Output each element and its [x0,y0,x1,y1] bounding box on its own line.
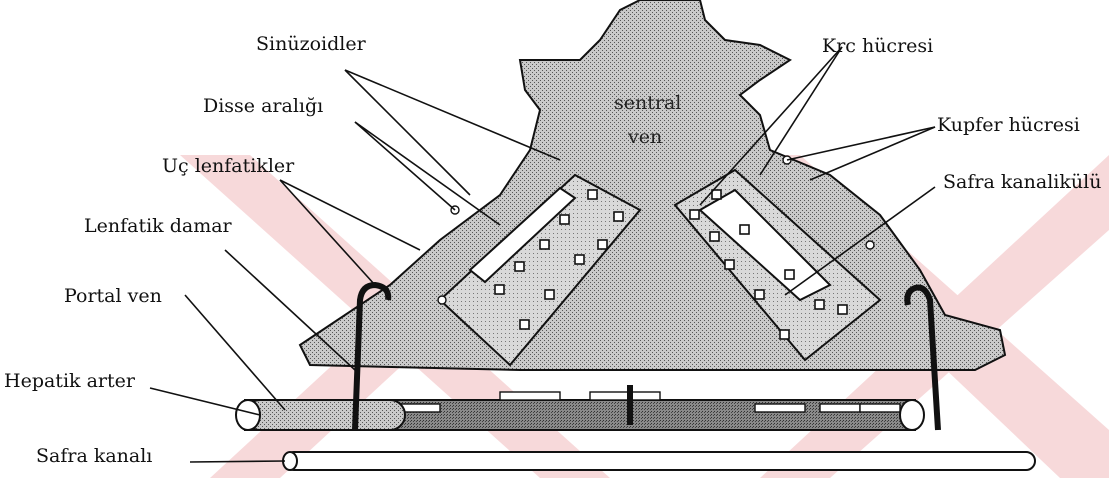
label-hepatik-arter: Hepatik arter [4,370,136,392]
label-sentral-ven-line1: sentral [614,92,681,114]
tube-end-right [900,400,924,430]
hepatic-artery [245,400,405,430]
label-portal-ven: Portal ven [64,285,162,307]
label-uc-lenfatikler: Uç lenfatikler [162,155,295,177]
label-safra-kanali: Safra kanalı [36,445,152,467]
label-safra-kanalikulu: Safra kanalikülü [943,171,1101,193]
bile-duct-end [283,452,297,470]
hepatic-artery-end [236,400,260,430]
label-lenfatik-damar: Lenfatik damar [84,215,233,237]
label-disse-araligi: Disse aralığı [203,95,323,117]
label-sentral-ven-line2: ven [627,126,662,148]
label-sinuzoidler: Sinüzoidler [256,33,367,55]
label-krc-hucresi: Krc hücresi [822,35,933,57]
bile-duct [285,452,1035,470]
label-kupfer-hucresi: Kupfer hücresi [937,114,1080,136]
